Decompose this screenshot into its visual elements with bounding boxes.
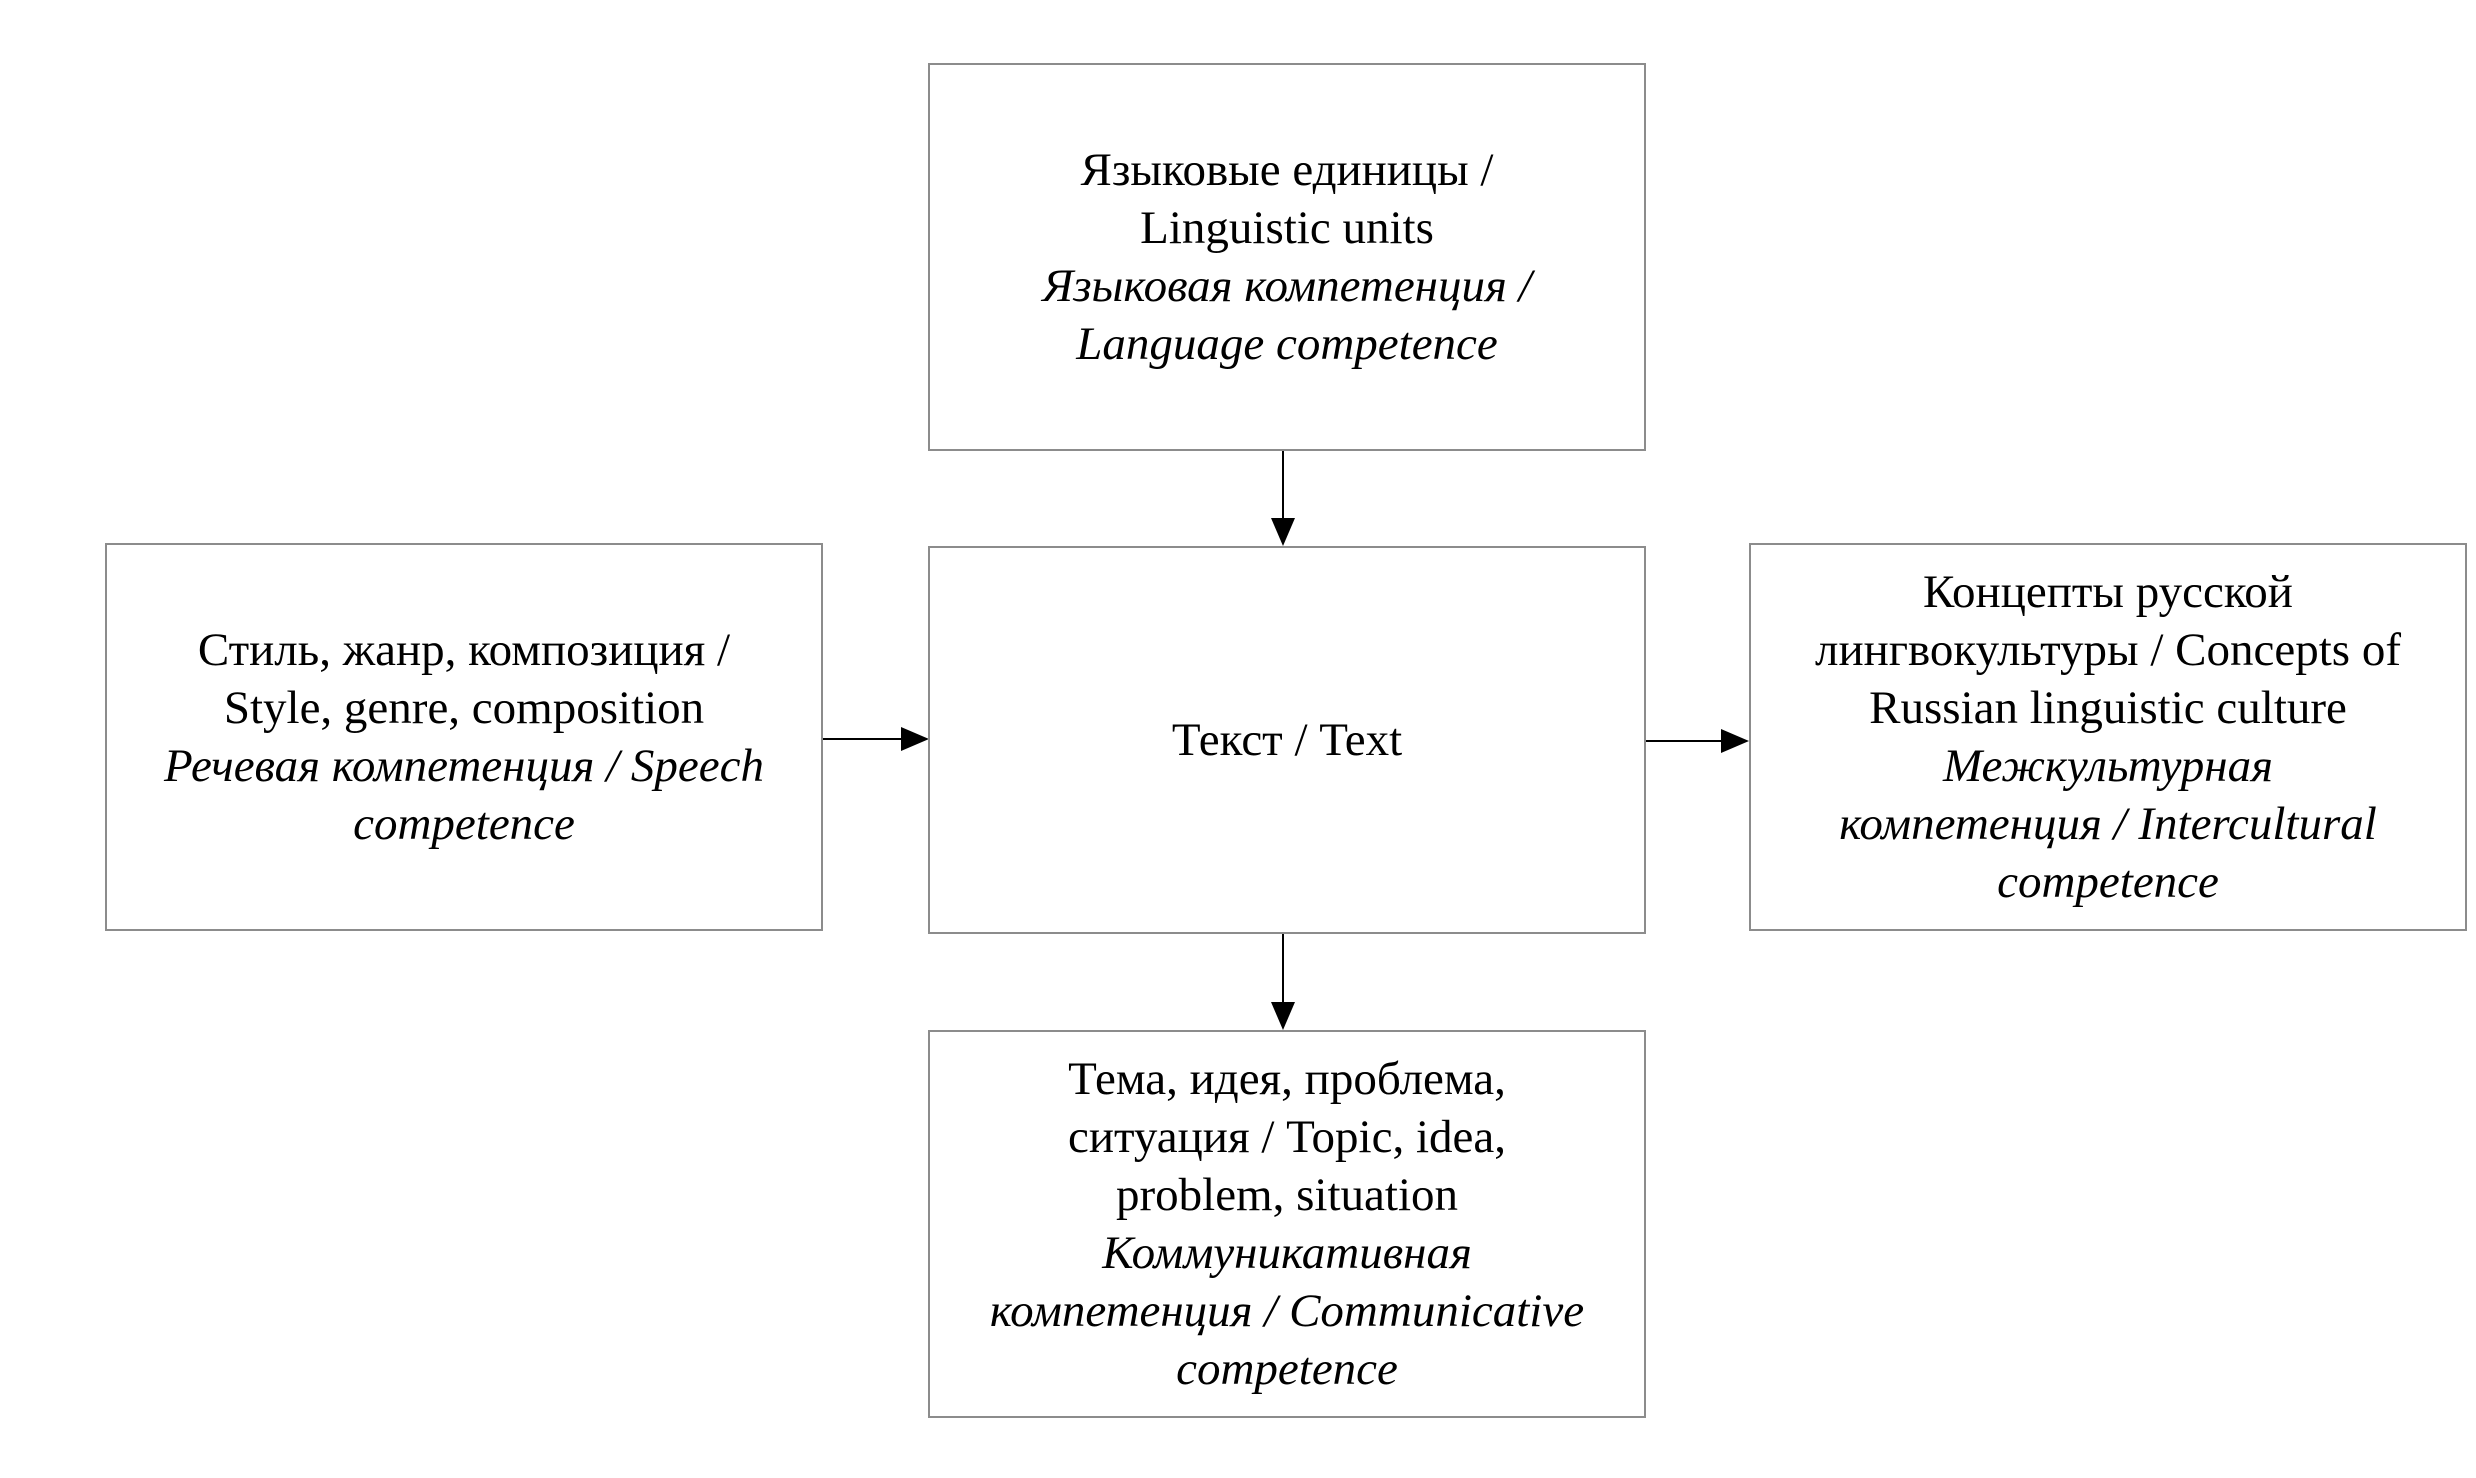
node-linguistic-units-italic-line-1: Языковая компетенция / [1042, 260, 1532, 312]
node-topic-line-2: ситуация / Topic, idea, [1067, 1111, 1507, 1163]
arrow-center-to-right [1646, 729, 1749, 753]
node-linguistic-units: Языковые единицы / Linguistic units Язык… [928, 63, 1646, 451]
node-style-italic-line-1: Речевая компетенция / Speech [164, 740, 764, 792]
node-linguistic-units-italic-line-2: Language competence [1076, 318, 1498, 370]
node-text-label: Текст / Text [1171, 714, 1403, 766]
node-topic-italic-line-2: компетенция / Communicative [989, 1285, 1585, 1337]
node-topic-line-1: Тема, идея, проблема, [1068, 1053, 1506, 1105]
node-concepts-italic-line-2: компетенция / Intercultural [1839, 798, 2377, 850]
node-concepts-line-2: лингвокультуры / Concepts of [1815, 624, 2401, 676]
arrow-center-to-bottom [1271, 934, 1295, 1030]
arrow-top-to-center [1271, 451, 1295, 546]
node-topic-line-3: problem, situation [1115, 1169, 1458, 1221]
node-concepts-russian-culture: Концепты русской лингвокультуры / Concep… [1749, 543, 2467, 931]
node-linguistic-units-line-2: Linguistic units [1140, 202, 1434, 254]
node-concepts-line-1: Концепты русской [1923, 566, 2293, 618]
node-topic-idea-problem: Тема, идея, проблема, ситуация / Topic, … [928, 1030, 1646, 1418]
node-style-line-2: Style, genre, composition [223, 682, 705, 734]
arrow-left-to-center [823, 727, 929, 751]
node-concepts-italic-line-3: competence [1997, 856, 2219, 908]
node-linguistic-units-line-1: Языковые единицы / [1080, 144, 1494, 196]
node-style-italic-line-2: competence [353, 798, 575, 850]
node-concepts-line-3: Russian linguistic culture [1869, 682, 2347, 734]
node-concepts-italic-line-1: Межкультурная [1943, 740, 2273, 792]
node-text: Текст / Text [928, 546, 1646, 934]
node-topic-italic-line-1: Коммуникативная [1102, 1227, 1472, 1279]
node-style-genre-composition: Стиль, жанр, композиция / Style, genre, … [105, 543, 823, 931]
node-topic-italic-line-3: competence [1176, 1343, 1398, 1395]
node-style-line-1: Стиль, жанр, композиция / [197, 624, 731, 676]
